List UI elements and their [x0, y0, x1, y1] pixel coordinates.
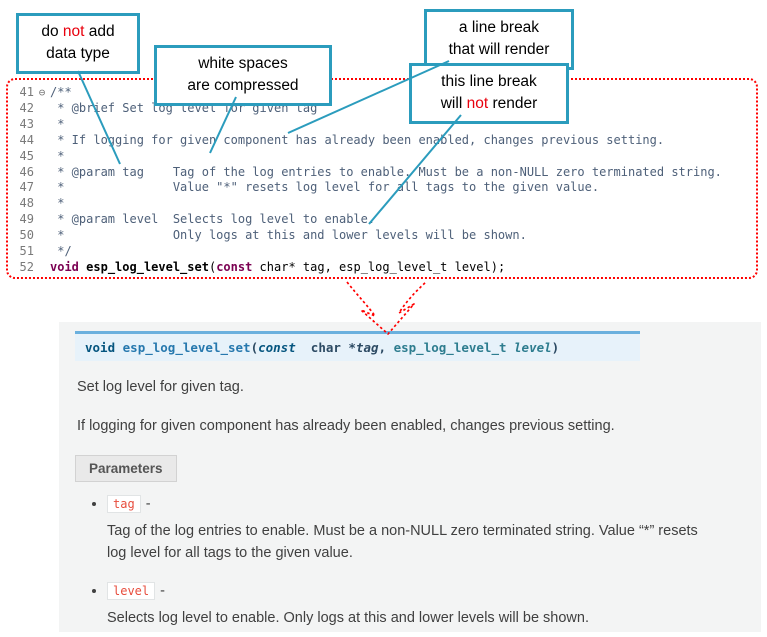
fold-gutter [34, 212, 50, 228]
callout-text: do [41, 23, 63, 40]
code-line: 43 * [8, 117, 756, 133]
code-editor: 41⊖/**42 * @brief Set log level for give… [6, 78, 758, 279]
code-line: 50 * Only logs at this and lower levels … [8, 228, 756, 244]
fold-gutter [34, 117, 50, 133]
line-number: 44 [19, 132, 34, 147]
callout-text: white spaces [198, 55, 288, 72]
fold-gutter [34, 260, 50, 276]
doc-brief-text: Set log level for given tag. [77, 379, 244, 395]
param-description: Tag of the log entries to enable. Must b… [107, 522, 698, 561]
fold-gutter [34, 149, 50, 165]
code-lines: 41⊖/**42 * @brief Set log level for give… [8, 85, 756, 276]
callout-linebreak-not-render: this line break will not render [409, 63, 569, 124]
parameter-list: tag- Tag of the log entries to enable. M… [107, 494, 761, 630]
callout-text: a line break [458, 19, 540, 36]
line-number: 51 [19, 244, 34, 259]
parameters-label: Parameters [75, 454, 177, 482]
line-number: 49 [19, 212, 34, 227]
callout-text: are compressed [187, 77, 299, 95]
callout-whitespace-compressed: white spaces are compressed [154, 45, 332, 106]
param-name-chip: tag [107, 494, 141, 513]
fold-collapse-icon[interactable]: ⊖ [38, 86, 46, 99]
code-line: 44 * If logging for given component has … [8, 133, 756, 149]
fold-gutter [34, 180, 50, 196]
callout-no-datatype: do not add data type [16, 13, 140, 74]
callout-text-red: not [466, 95, 489, 113]
fold-gutter [34, 133, 50, 149]
line-number: 42 [19, 100, 34, 115]
code-line: 42 * @brief Set log level for given tag [8, 101, 756, 117]
code-line: 47 * Value "*" resets log level for all … [8, 180, 756, 196]
line-number: 43 [19, 116, 34, 131]
callout-text-red: not [62, 23, 85, 40]
fold-gutter [34, 228, 50, 244]
fold-gutter [34, 101, 50, 117]
param-description: Selects log level to enable. Only logs a… [107, 610, 589, 627]
doc-detail-text: If logging for given component has alrea… [77, 417, 615, 434]
line-number: 47 [19, 180, 34, 195]
code-line: 41⊖/** [8, 85, 756, 101]
fold-gutter [34, 244, 50, 260]
param-dash: - [145, 495, 151, 512]
function-signature-text: void esp_log_level_set(const char *tag, … [85, 340, 560, 355]
parameter-item-level: level- Selects log level to enable. Only… [107, 582, 761, 629]
code-line: 48 * [8, 196, 756, 212]
param-name-chip: level [107, 582, 156, 601]
code-line: 45 * [8, 149, 756, 165]
callout-text: that will render [448, 41, 550, 59]
callout-text: data type [46, 45, 110, 63]
parameter-item-tag: tag- Tag of the log entries to enable. M… [107, 494, 761, 565]
function-signature: void esp_log_level_set(const char *tag, … [75, 331, 640, 361]
code-line: 46 * @param tag Tag of the log entries t… [8, 165, 756, 181]
fold-gutter [34, 165, 50, 181]
param-dash: - [160, 583, 165, 600]
line-number: 52 [19, 259, 34, 274]
line-number: 50 [19, 228, 34, 243]
callout-text: render [488, 95, 538, 113]
fold-gutter [34, 196, 50, 212]
callout-linebreak-renders: a line break that will render [424, 9, 574, 70]
callout-text: add [84, 23, 115, 40]
callout-text: this line break [441, 73, 537, 90]
line-number: 41 [19, 85, 34, 99]
line-number: 48 [19, 196, 34, 211]
callout-text: will [440, 95, 467, 113]
code-line: 51 */ [8, 244, 756, 260]
line-number: 46 [19, 164, 34, 179]
rendered-doc-panel: void esp_log_level_set(const char *tag, … [59, 322, 761, 632]
line-number: 45 [19, 148, 34, 163]
code-line: 49 * @param level Selects log level to e… [8, 212, 756, 228]
